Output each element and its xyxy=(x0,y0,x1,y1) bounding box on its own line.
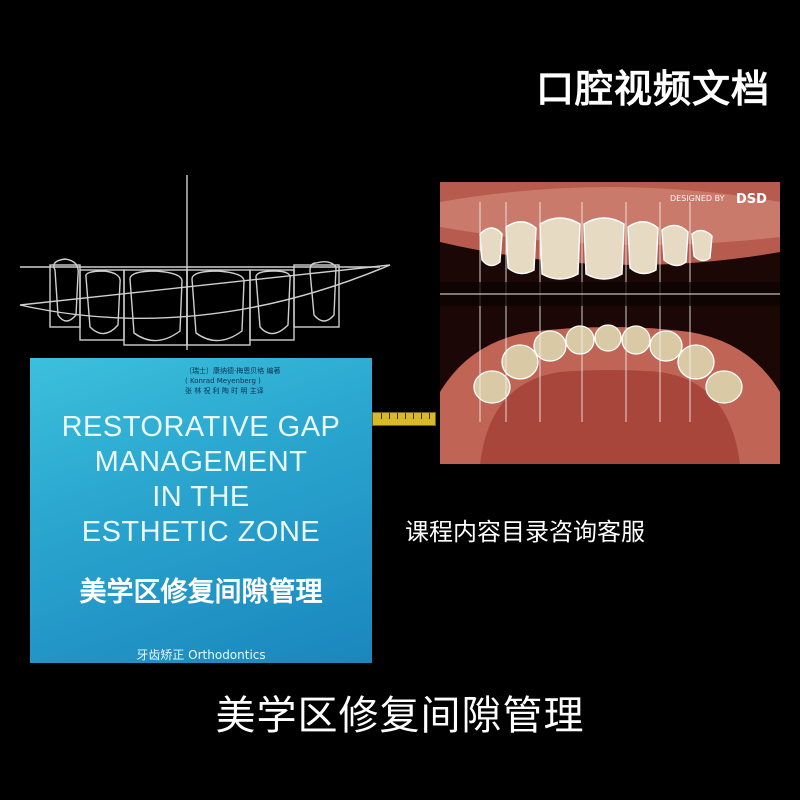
dsd-logo: DSD xyxy=(736,192,767,207)
measuring-ruler xyxy=(372,412,436,426)
designed-by-credit: DESIGNED BY xyxy=(670,194,725,203)
footer-title: 美学区修复间隙管理 xyxy=(215,693,585,739)
book-series-label: 牙齿矫正 Orthodontics xyxy=(136,648,266,662)
book-author-block: 〔瑞士〕康纳德·梅恩贝格 编著 ( Konrad Meyenberg ) 张 林… xyxy=(185,366,280,396)
consult-service-text: 课程内容目录咨询客服 xyxy=(405,518,645,546)
book-cover: 〔瑞士〕康纳德·梅恩贝格 编著 ( Konrad Meyenberg ) 张 林… xyxy=(30,358,372,663)
book-author-line: 〔瑞士〕康纳德·梅恩贝格 编著 xyxy=(185,367,281,375)
teeth-photo-illustration: DESIGNED BY DSD xyxy=(440,182,780,464)
smile-design-diagram xyxy=(0,175,420,365)
brand-label: 口腔视频文档 xyxy=(535,67,770,111)
book-title-chinese: 美学区修复间隙管理 xyxy=(79,577,323,608)
tooth-outline-drawing xyxy=(19,175,391,350)
book-translators: 张 林 祝 利 陶 时 明 主译 xyxy=(185,387,264,395)
dsd-clinical-photo: DESIGNED BY DSD xyxy=(440,182,780,464)
book-author-latin: ( Konrad Meyenberg ) xyxy=(185,377,261,385)
book-title-english: RESTORATIVE GAP MANAGEMENT IN THE ESTHET… xyxy=(61,411,341,548)
